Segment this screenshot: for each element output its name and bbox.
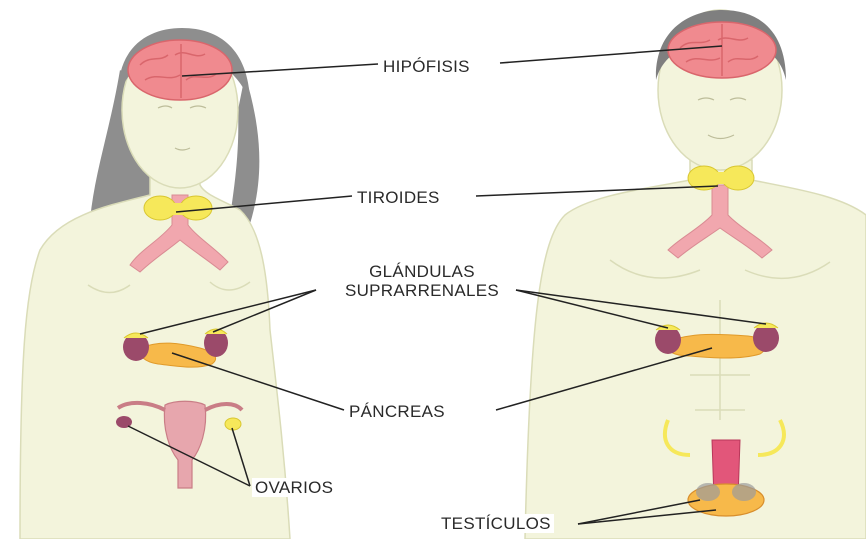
- label-glandulas-line2: SUPRARRENALES: [319, 281, 525, 300]
- label-hipofisis: HIPÓFISIS: [380, 57, 473, 76]
- male-pancreas: [667, 334, 765, 358]
- female-figure: [20, 28, 290, 539]
- label-testiculos: TESTÍCULOS: [438, 514, 554, 533]
- male-adrenal-left: [655, 325, 681, 354]
- male-figure: [525, 10, 866, 539]
- male-brain: [668, 22, 776, 78]
- label-tiroides: TIROIDES: [354, 188, 443, 207]
- female-brain: [128, 40, 232, 100]
- label-glandulas-line1: GLÁNDULAS: [319, 262, 525, 281]
- label-pancreas: PÁNCREAS: [346, 402, 448, 421]
- label-glandulas: GLÁNDULAS SUPRARRENALES: [316, 262, 528, 300]
- label-ovarios: OVARIOS: [252, 478, 336, 497]
- female-adrenal-left: [123, 333, 149, 361]
- female-adrenal-right: [204, 329, 228, 357]
- male-adrenal-right: [753, 323, 779, 352]
